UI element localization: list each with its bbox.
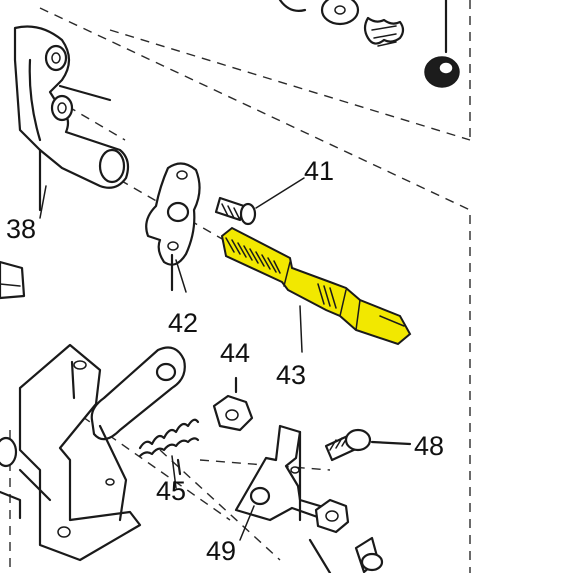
hex-nut-part-44 [212, 376, 254, 432]
top-nut-part [424, 0, 460, 88]
mounting-bracket-part [18, 343, 142, 562]
leader-lines [39, 177, 305, 541]
screw-lower-part [354, 536, 384, 573]
callout-45: 45 [156, 476, 186, 506]
lever-arm-part [90, 346, 186, 522]
plate-part-42 [145, 162, 201, 292]
callout-49: 49 [206, 536, 236, 566]
callout-48: 48 [414, 431, 444, 461]
callout-38: 38 [6, 214, 36, 244]
left-edge-part [0, 260, 26, 300]
bracket-part-49 [234, 424, 342, 573]
assembly-guide-lines [9, 0, 471, 573]
nut-lower-part [314, 498, 350, 534]
callout-42: 42 [168, 308, 198, 338]
screw-part-41 [214, 196, 257, 226]
callout-43: 43 [276, 360, 306, 390]
top-washer-part [278, 0, 360, 26]
top-spring-part [363, 16, 405, 47]
shaft-part-43 [220, 226, 412, 346]
spring-part-45 [138, 418, 200, 476]
callout-44: 44 [220, 338, 250, 368]
frame-bracket-part-38 [13, 25, 130, 212]
screw-part-48 [324, 428, 412, 462]
shaft-highlight [220, 226, 412, 346]
callout-41: 41 [304, 156, 334, 186]
left-edge-lower-part [0, 436, 22, 520]
